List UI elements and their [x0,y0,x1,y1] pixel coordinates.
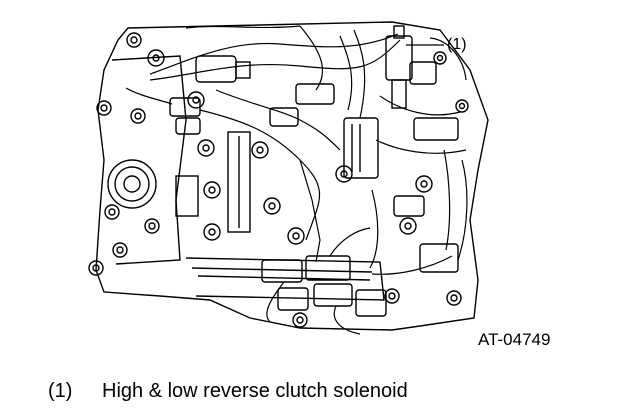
callout-label-1: (1) [447,36,467,53]
bolt [203,181,221,199]
bolt [203,223,221,241]
solenoid-block [419,243,459,273]
solenoid-block [269,107,299,127]
connector-block [277,287,309,311]
solenoid-cap [235,61,251,79]
bolt [88,260,104,276]
bolt [263,197,281,215]
large-port-inner [114,166,150,202]
plate-edge-left [111,55,187,265]
bolt [147,49,165,67]
solenoid-block [295,83,335,105]
connector-block [305,255,351,281]
figure-id: AT-04749 [478,330,551,349]
bolt [104,204,120,220]
large-port [107,159,157,209]
bolt [126,32,142,48]
valve-bore [227,131,251,233]
legend: (1) High & low reverse clutch solenoid [48,380,408,403]
bolt [287,227,305,245]
connector-block [355,289,387,317]
large-port-core [123,175,141,193]
bolt [455,99,469,113]
valve-bore [175,175,199,217]
bolt [112,242,128,258]
bolt [399,217,417,235]
connector-block [261,259,303,283]
legend-number: (1) [48,380,73,402]
bolt [187,91,205,109]
bolt [384,288,400,304]
legend-text: High & low reverse clutch solenoid [102,380,408,402]
solenoid-block [409,61,437,85]
solenoid-1-stem [391,79,407,109]
bolt [433,51,447,65]
bolt [292,312,308,328]
solenoid-1-connector [393,25,405,39]
solenoids [169,25,459,317]
bolt [446,290,462,306]
bolt [197,139,215,157]
wiring-harness [125,25,468,335]
bolts [88,32,469,328]
bolt [144,218,160,234]
solenoid-block [175,117,201,135]
solenoid-block [413,117,459,141]
bolt [415,175,433,193]
bolt [130,108,146,124]
plate-rail [191,267,373,273]
bolt [251,141,269,159]
valve-body-outline [95,21,489,331]
bolt [96,100,112,116]
connector-block [313,283,353,307]
solenoid-block [169,97,201,117]
solenoid-block [343,117,379,179]
solenoid-block [393,195,425,217]
